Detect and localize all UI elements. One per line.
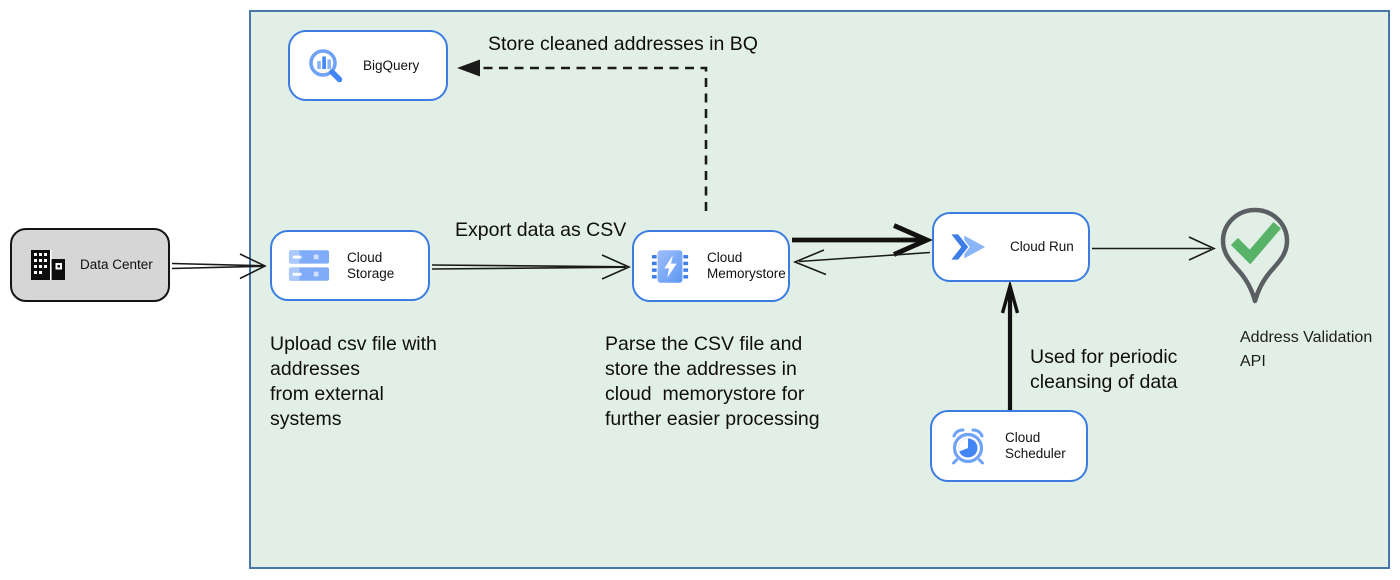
node-label: Data Center bbox=[80, 257, 153, 272]
system-boundary bbox=[249, 10, 1390, 569]
location-pin-check-icon bbox=[1216, 207, 1294, 338]
cloud-memorystore-icon bbox=[650, 248, 690, 285]
building-icon bbox=[30, 249, 66, 281]
note-parse-csv: Parse the CSV file and store the address… bbox=[605, 333, 820, 430]
node-label: Cloud Scheduler bbox=[1005, 430, 1066, 461]
note-export-data-csv: Export data as CSV bbox=[455, 219, 627, 241]
bigquery-icon bbox=[306, 46, 346, 86]
node-label: Cloud Storage bbox=[347, 249, 395, 281]
note-store-cleaned-addresses: Store cleaned addresses in BQ bbox=[488, 33, 758, 55]
node-cloud-scheduler[interactable]: Cloud Scheduler bbox=[930, 410, 1088, 482]
cloud-run-icon bbox=[950, 232, 988, 262]
node-cloud-memorystore[interactable]: Cloud Memorystore bbox=[632, 230, 790, 302]
node-cloud-run[interactable]: Cloud Run bbox=[932, 212, 1090, 282]
node-cloud-storage[interactable]: Cloud Storage bbox=[270, 230, 430, 301]
node-label: BigQuery bbox=[363, 57, 420, 73]
cloud-storage-icon bbox=[288, 249, 330, 282]
address-validation-api-label: Address Validation API bbox=[1240, 329, 1373, 370]
node-label: Cloud Run bbox=[1010, 239, 1074, 254]
note-upload-csv: Upload csv file with addresses from exte… bbox=[270, 333, 437, 430]
node-data-center[interactable]: Data Center bbox=[10, 228, 170, 302]
node-address-validation-api[interactable] bbox=[1216, 204, 1294, 339]
cloud-scheduler-icon bbox=[948, 427, 988, 465]
node-label: Cloud Memorystore bbox=[707, 250, 786, 281]
node-bigquery[interactable]: BigQuery bbox=[288, 30, 448, 101]
note-periodic-cleansing: Used for periodic cleansing of data bbox=[1030, 346, 1178, 393]
